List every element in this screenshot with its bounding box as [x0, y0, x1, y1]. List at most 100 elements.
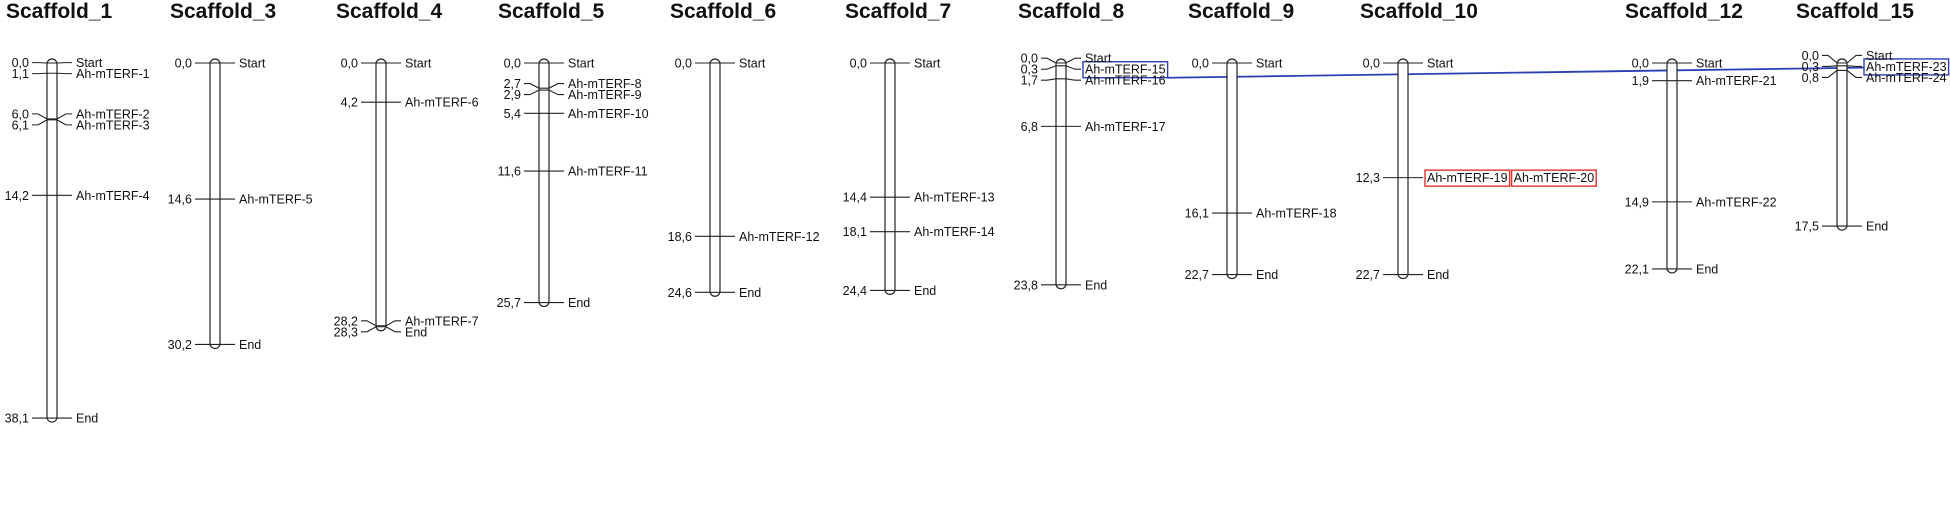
marker-label: Ah-mTERF-11: [568, 165, 648, 179]
marker-ah-mterf-1: 1,1 Ah-mTERF-1: [12, 67, 150, 81]
scaffold-title: Scaffold_1: [6, 0, 113, 23]
marker-label: Ah-mTERF-5: [239, 193, 313, 207]
marker-position: 2,9: [504, 88, 521, 102]
marker-position: 28,3: [334, 325, 358, 339]
marker-label: Ah-mTERF-23: [1866, 60, 1947, 74]
marker-position: 0,0: [1802, 49, 1819, 63]
marker-position: 0,0: [850, 57, 867, 71]
chromosome-bar: [46, 58, 58, 423]
marker-start: 0,0 Start: [1021, 52, 1112, 66]
marker-ah-mterf-16: 1,7 Ah-mTERF-16: [1021, 74, 1166, 88]
marker-label: End: [76, 412, 98, 426]
marker-position: 1,7: [1021, 74, 1038, 88]
marker-position: 22,7: [1356, 268, 1380, 282]
marker-end: 28,3 End: [334, 325, 428, 339]
marker-ah-mterf-10: 5,4 Ah-mTERF-10: [504, 107, 649, 121]
marker-label: Start: [1866, 49, 1893, 63]
marker-label: Ah-mTERF-4: [76, 189, 150, 203]
marker-label: Ah-mTERF-19: [1427, 171, 1508, 185]
chromosome-bar: [709, 58, 721, 297]
marker-position: 14,2: [5, 189, 29, 203]
marker-end: 38,1 End: [5, 412, 99, 426]
marker-label: Start: [1696, 57, 1723, 71]
marker-position: 24,4: [843, 284, 867, 298]
marker-label: Ah-mTERF-18: [1256, 207, 1337, 221]
marker-label: End: [239, 338, 261, 352]
marker-label: End: [568, 296, 590, 310]
marker-position: 16,1: [1185, 207, 1209, 221]
marker-label: End: [914, 284, 936, 298]
marker-position: 0,0: [1021, 52, 1038, 66]
chromosome-bar: [1836, 58, 1848, 231]
marker-label: Ah-mTERF-12: [739, 230, 820, 244]
segmental-duplication-link: [1167, 66, 1865, 79]
marker-tick: [32, 119, 72, 126]
scaffold-title: Scaffold_4: [336, 0, 443, 23]
marker-position: 4,2: [341, 96, 358, 110]
marker-ah-mterf-18: 16,1 Ah-mTERF-18: [1185, 207, 1337, 221]
chromosome-bar: [1055, 58, 1067, 290]
scaffold-title: Scaffold_15: [1796, 0, 1914, 23]
marker-position: 1,9: [1632, 74, 1649, 88]
marker-label: Ah-mTERF-9: [568, 88, 642, 102]
marker-end: 22,7 End: [1356, 268, 1450, 282]
scaffold-title: Scaffold_6: [670, 0, 776, 23]
marker-position: 6,1: [12, 118, 29, 132]
chromosome-bar: [375, 58, 387, 332]
marker-label: Ah-mTERF-16: [1085, 74, 1166, 88]
marker-label: Ah-mTERF-3: [76, 118, 150, 132]
marker-position: 38,1: [5, 412, 29, 426]
marker-position: 5,4: [504, 107, 521, 121]
marker-label: Ah-mTERF-7: [405, 314, 479, 328]
marker-start: 0,0 Start: [1802, 49, 1893, 64]
scaffold-title: Scaffold_9: [1188, 0, 1294, 23]
marker-position: 14,4: [843, 191, 867, 205]
scaffold-title: Scaffold_3: [170, 0, 276, 23]
marker-position: 0,0: [1632, 57, 1649, 71]
marker-position: 0,3: [1802, 60, 1819, 74]
marker-label: Ah-mTERF-1: [76, 67, 150, 81]
marker-tick: [1041, 78, 1081, 81]
marker-position: 1,1: [12, 67, 29, 81]
marker-label: Ah-mTERF-2: [76, 107, 150, 121]
marker-label: Start: [1085, 52, 1112, 66]
marker-position: 22,1: [1625, 262, 1649, 276]
marker-label: End: [1427, 268, 1449, 282]
marker-label: Ah-mTERF-24: [1866, 71, 1947, 85]
duplication-links: [1082, 58, 1950, 187]
marker-position: 0,0: [1192, 57, 1209, 71]
marker-tick: [32, 113, 72, 120]
marker-position: 6,8: [1021, 120, 1038, 134]
marker-position: 14,6: [168, 193, 192, 207]
marker-ah-mterf-5: 14,6 Ah-mTERF-5: [168, 193, 313, 207]
marker-position: 0,0: [341, 57, 358, 71]
marker-label: Ah-mTERF-10: [568, 107, 649, 121]
marker-position: 0,8: [1802, 71, 1819, 85]
marker-position: 18,1: [843, 225, 867, 239]
marker-label: End: [1866, 220, 1888, 234]
marker-ah-mterf-23: 0,3 Ah-mTERF-23: [1802, 60, 1947, 74]
marker-start: 0,0 Start: [1632, 57, 1723, 71]
marker-label: End: [405, 325, 427, 339]
marker-position: 14,9: [1625, 195, 1649, 209]
